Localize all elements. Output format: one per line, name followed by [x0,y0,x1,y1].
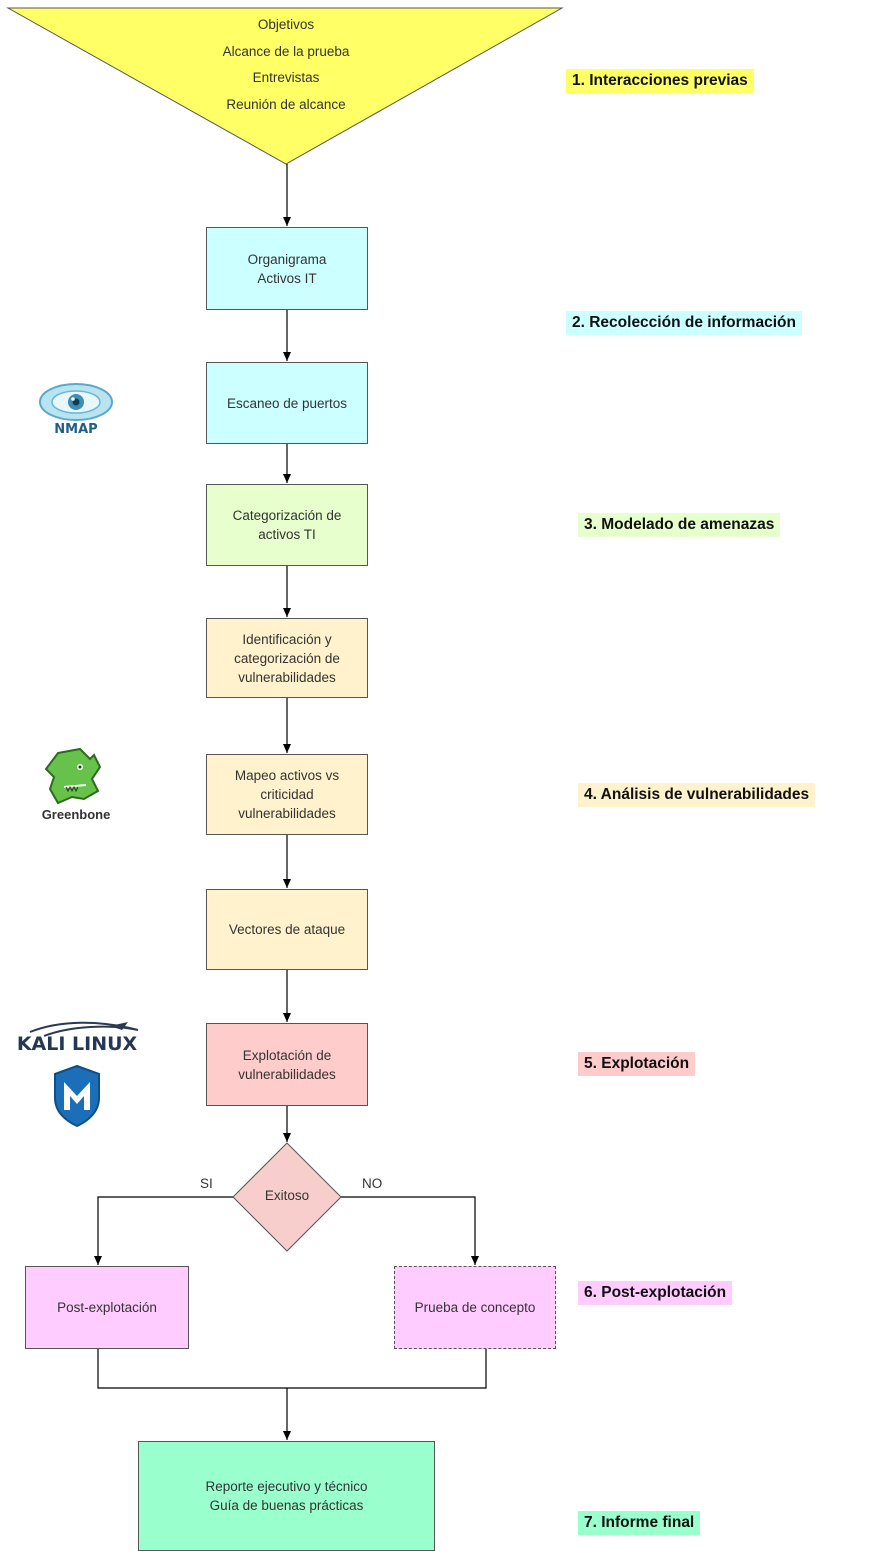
box-label: Escaneo de puertos [226,395,348,411]
nmap-logo: NMAP [36,378,116,442]
box-categorizacion: Categorización de activos TI [206,484,368,566]
box-label: Post-explotación [57,1300,157,1315]
merge-line [97,1348,487,1389]
decision-diamond [232,1142,342,1252]
greenbone-dragon-icon [44,747,102,805]
arrow-no [341,1196,479,1265]
scope-item: Entrevistas [252,70,320,85]
phase-5-label: 5. Explotación [578,1052,696,1076]
box-identificacion: Identificación y categorización de vulne… [206,618,368,698]
greenbone-logo: Greenbone [28,745,124,827]
box-label: Prueba de concepto [414,1300,536,1315]
nmap-eye-icon [39,383,113,421]
box-prueba-concepto: Prueba de concepto [394,1266,556,1349]
scope-item: Alcance de la prueba [222,43,350,59]
box-mapeo: Mapeo activos vs criticidad vulnerabilid… [206,754,368,835]
nmap-logo-text: NMAP [54,422,98,437]
box-label: Mapeo activos vs criticidad vulnerabilid… [234,768,340,821]
phase-6-label: 6. Post-explotación [578,1281,733,1305]
arrow-yes [94,1196,233,1265]
kali-dragon-icon [29,1021,139,1037]
phase-7-label: 7. Informe final [578,1511,701,1535]
box-label: Explotación de vulnerabilidades [238,1047,336,1082]
greenbone-logo-text: Greenbone [41,807,111,822]
box-label: Organigrama Activos IT [247,251,327,286]
kali-logo-text: KALI LINUX [16,1033,138,1055]
box-escaneo: Escaneo de puertos [206,362,368,444]
box-post-explotacion: Post-explotación [25,1266,189,1349]
phase-4-label: 4. Análisis de vulnerabilidades [578,783,816,807]
scope-items: Objetivos Alcance de la prueba Entrevist… [186,12,386,118]
decision-label: Exitoso [264,1188,310,1203]
phase-2-label: 2. Recolección de información [566,311,802,335]
scope-triangle [6,7,564,165]
box-label: Identificación y categorización de vulne… [234,631,340,685]
box-label: Categorización de activos TI [232,508,342,542]
kali-linux-logo: KALI LINUX [10,1018,144,1058]
box-organigrama: Organigrama Activos IT [206,227,368,310]
box-vectores: Vectores de ataque [206,889,368,970]
metasploit-logo [52,1064,102,1128]
box-reporte: Reporte ejecutivo y técnico Guía de buen… [138,1441,435,1551]
scope-item: Objetivos [257,17,315,32]
metasploit-shield-icon [54,1064,100,1128]
branch-no-label: NO [362,1176,383,1191]
box-label: Vectores de ataque [228,922,346,937]
branch-yes-label: SI [200,1176,213,1191]
box-explotacion: Explotación de vulnerabilidades [206,1023,368,1106]
phase-3-label: 3. Modelado de amenazas [578,513,781,537]
scope-item: Reunión de alcance [226,96,346,112]
box-label: Reporte ejecutivo y técnico Guía de buen… [205,1479,368,1513]
phase-1-label: 1. Interacciones previas [566,69,754,93]
